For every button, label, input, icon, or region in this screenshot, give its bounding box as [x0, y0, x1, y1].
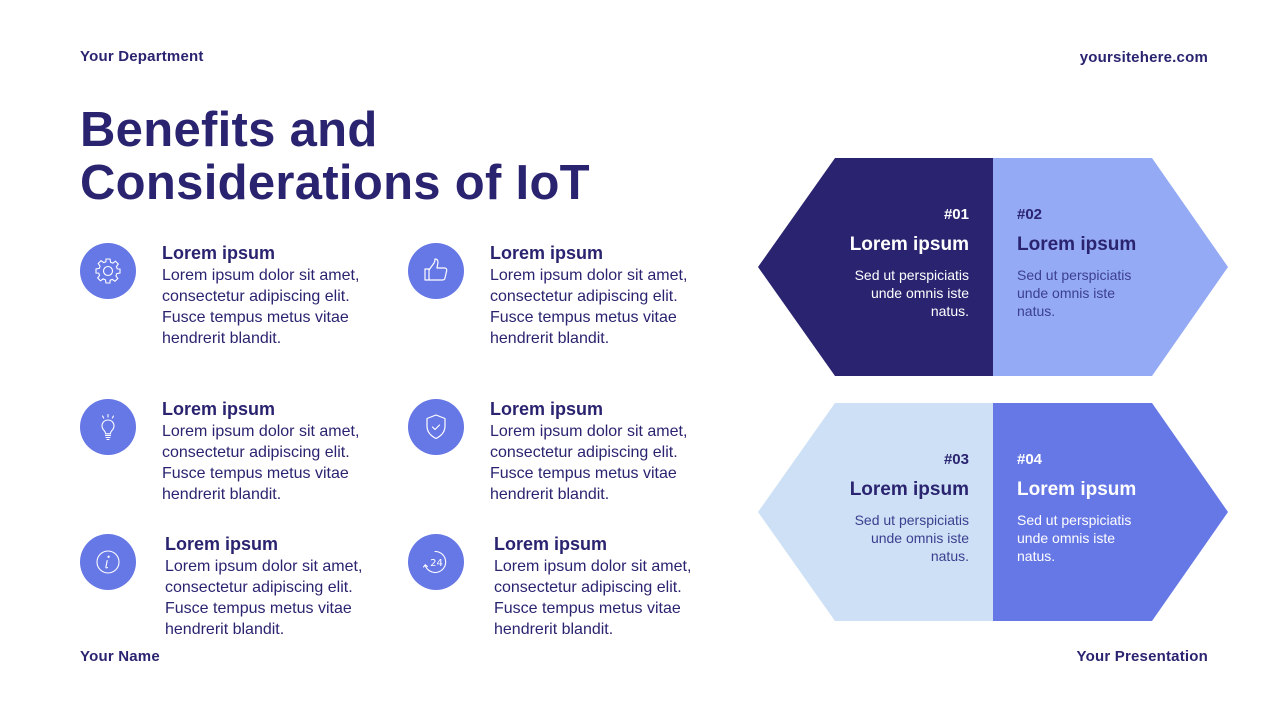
feature-description: Lorem ipsum dolor sit amet,consectetur a…: [490, 267, 688, 347]
segment-heading: Lorem ipsum: [1017, 479, 1137, 500]
footer-presentation: Your Presentation: [1076, 648, 1208, 665]
thumbs-up-icon: [408, 243, 464, 299]
website-label: yoursitehere.com: [1079, 49, 1208, 66]
gear-icon: [80, 243, 136, 299]
footer-name: Your Name: [80, 648, 160, 665]
feature-item: Lorem ipsum Lorem ipsum dolor sit amet,c…: [408, 399, 728, 509]
feature-item: Lorem ipsum Lorem ipsum dolor sit amet,c…: [80, 534, 400, 644]
shield-check-icon: [408, 399, 464, 455]
feature-heading: Lorem ipsum: [162, 243, 276, 263]
feature-heading: Lorem ipsum: [494, 534, 608, 554]
feature-heading: Lorem ipsum: [490, 243, 604, 263]
feature-description: Lorem ipsum dolor sit amet,consectetur a…: [162, 267, 360, 347]
svg-text:24: 24: [430, 558, 443, 569]
segment-number: #02: [1017, 206, 1043, 223]
feature-heading: Lorem ipsum: [162, 399, 276, 419]
feature-description: Lorem ipsum dolor sit amet,consectetur a…: [162, 423, 360, 503]
feature-heading: Lorem ipsum: [490, 399, 604, 419]
clock-24-icon: 24: [408, 534, 464, 590]
segment-heading: Lorem ipsum: [849, 234, 969, 255]
feature-item: 24 Lorem ipsum Lorem ipsum dolor sit ame…: [408, 534, 728, 644]
department-label: Your Department: [80, 48, 204, 65]
page-title: Benefits and Considerations of IoT: [80, 104, 590, 210]
page-title-line-1: Benefits and: [80, 103, 378, 157]
page-title-line-2: Considerations of IoT: [80, 156, 590, 210]
segment-number: #01: [943, 206, 969, 223]
feature-item: Lorem ipsum Lorem ipsum dolor sit amet,c…: [80, 243, 400, 353]
feature-heading: Lorem ipsum: [165, 534, 279, 554]
feature-description: Lorem ipsum dolor sit amet,consectetur a…: [494, 558, 692, 638]
feature-description: Lorem ipsum dolor sit amet,consectetur a…: [165, 558, 363, 638]
feature-description: Lorem ipsum dolor sit amet,consectetur a…: [490, 423, 688, 503]
segment-heading: Lorem ipsum: [849, 479, 969, 500]
lightbulb-icon: [80, 399, 136, 455]
feature-item: Lorem ipsum Lorem ipsum dolor sit amet,c…: [408, 243, 728, 353]
feature-item: Lorem ipsum Lorem ipsum dolor sit amet,c…: [80, 399, 400, 509]
segment-heading: Lorem ipsum: [1017, 234, 1137, 255]
info-icon: [80, 534, 136, 590]
segment-number: #04: [1017, 451, 1043, 468]
segment-number: #03: [943, 451, 969, 468]
